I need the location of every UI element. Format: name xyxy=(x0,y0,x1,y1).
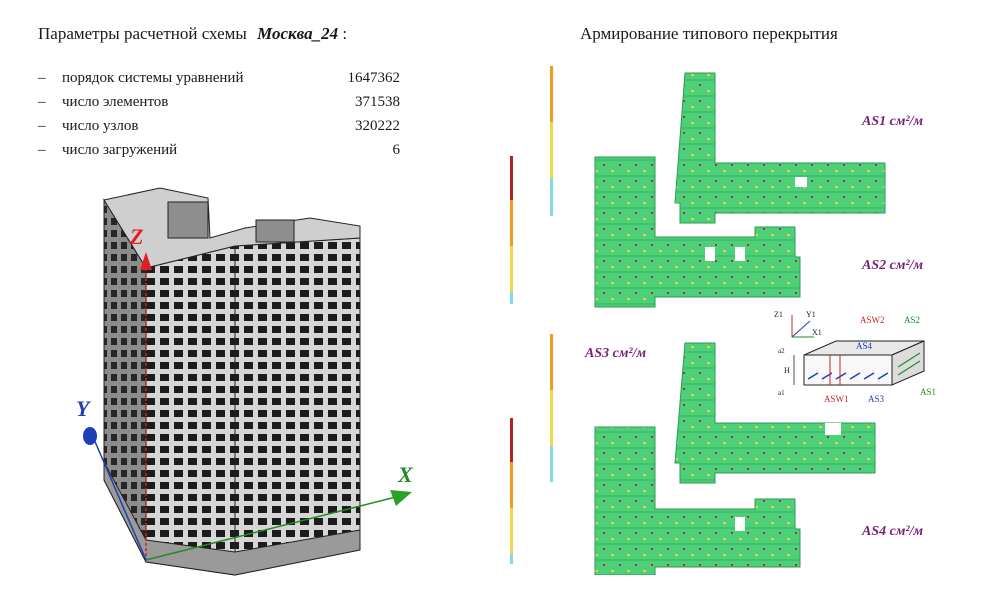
param-value: 1647362 xyxy=(347,70,401,86)
y-axis-label: Y xyxy=(76,396,92,421)
scale-segment xyxy=(510,554,513,564)
param-label: число загружений xyxy=(62,142,178,158)
param-row: – число элементов 371538 xyxy=(38,94,400,116)
section-y-axis xyxy=(791,320,811,338)
scale-segment xyxy=(550,122,553,178)
param-dash: – xyxy=(38,94,46,110)
rebar-as1 xyxy=(897,360,921,376)
section-z-label: Z1 xyxy=(774,310,783,319)
param-row: – число загружений 6 xyxy=(38,142,400,164)
param-row: – порядок системы уравнений 1647362 xyxy=(38,70,400,92)
floor-plan-plots xyxy=(594,72,886,575)
label-as3-unit: см²/м xyxy=(612,346,647,361)
reinforcement-section-diagram: Z1 Y1 X1 H a2 a1 ASW2 AS2 AS4 ASW1 AS3 A… xyxy=(774,310,936,404)
z-axis-label: Z xyxy=(129,224,143,249)
scale-segment xyxy=(510,246,513,292)
section-asw2-label: ASW2 xyxy=(860,315,885,325)
label-as4-name: AS4 xyxy=(862,524,887,539)
roof-structure xyxy=(255,219,295,243)
scale-segment xyxy=(510,462,513,508)
label-as1-unit: см²/м xyxy=(889,114,924,129)
model-name: Москва_24 xyxy=(257,24,339,43)
section-as3-label: AS3 xyxy=(868,394,885,404)
section-y-label: Y1 xyxy=(806,310,816,319)
rebar-as3 xyxy=(877,372,889,380)
y-axis-line xyxy=(89,429,147,561)
scale-segment xyxy=(510,508,513,554)
rebar-as2 xyxy=(897,352,921,368)
plan-opening xyxy=(735,517,745,531)
label-as1: AS1 см²/м xyxy=(862,114,923,130)
param-value: 6 xyxy=(392,142,401,158)
left-title-suffix: : xyxy=(342,24,348,43)
param-value: 320222 xyxy=(355,118,400,134)
label-as2-unit: см²/м xyxy=(889,258,924,273)
label-as1-name: AS1 xyxy=(862,114,887,129)
plan-opening xyxy=(795,177,807,187)
left-title: Параметры расчетной схемы Москва_24 : xyxy=(38,24,347,44)
param-label: число узлов xyxy=(62,118,139,134)
label-as2: AS2 см²/м xyxy=(862,258,923,274)
plan-slab xyxy=(594,426,801,575)
scale-segment xyxy=(510,200,513,246)
section-as2-label: AS2 xyxy=(904,315,920,325)
scale-segment xyxy=(510,156,513,200)
section-front-face xyxy=(803,354,893,386)
plan-slab xyxy=(594,156,801,308)
param-value: 371538 xyxy=(355,94,400,110)
scale-segment xyxy=(510,292,513,304)
roof-structure xyxy=(167,201,209,239)
param-label: порядок системы уравнений xyxy=(62,70,244,86)
label-as4-unit: см²/м xyxy=(889,524,924,539)
label-as4: AS4 см²/м xyxy=(862,524,923,540)
x-axis-line xyxy=(145,495,401,561)
tower-base xyxy=(103,461,361,576)
section-x-label: X1 xyxy=(812,328,822,337)
plan-slab xyxy=(674,72,886,224)
scale-segment xyxy=(550,178,553,216)
section-asw1-label: ASW1 xyxy=(824,394,849,404)
param-dash: – xyxy=(38,142,46,158)
param-dash: – xyxy=(38,70,46,86)
plan-opening xyxy=(717,105,729,113)
section-as4-label: AS4 xyxy=(856,341,873,351)
building-3d-model: Z Y X xyxy=(76,187,414,576)
tower-front-face xyxy=(145,245,236,576)
x-axis-label: X xyxy=(397,462,414,487)
plan-slab xyxy=(674,342,876,484)
scale-segment xyxy=(550,334,553,390)
label-as2-name: AS2 xyxy=(862,258,887,273)
scale-segment xyxy=(550,390,553,446)
param-dash: – xyxy=(38,118,46,134)
plan-as1 xyxy=(674,72,886,224)
plan-opening xyxy=(735,247,745,261)
label-as3: AS3 см²/м xyxy=(585,346,646,362)
section-as1-label: AS1 xyxy=(920,387,936,397)
section-a1-label: a1 xyxy=(778,389,785,397)
z-axis-arrow xyxy=(140,252,152,270)
plan-as4 xyxy=(594,426,801,575)
plan-opening xyxy=(705,247,715,261)
x-axis-arrow xyxy=(390,490,412,506)
rebar-as3 xyxy=(835,372,847,380)
plan-opening xyxy=(825,423,841,435)
left-title-prefix: Параметры расчетной схемы xyxy=(38,24,247,43)
section-h-label: H xyxy=(784,366,790,375)
param-label: число элементов xyxy=(62,94,169,110)
plan-as2 xyxy=(594,156,801,308)
scale-segment xyxy=(550,66,553,122)
rebar-as3 xyxy=(863,372,875,380)
rebar-as3 xyxy=(807,372,819,380)
y-axis-arrow xyxy=(83,427,97,445)
plan-as3 xyxy=(674,342,876,484)
right-title: Армирование типового перекрытия xyxy=(580,24,838,43)
label-as3-name: AS3 xyxy=(585,346,610,361)
scale-segment xyxy=(550,446,553,482)
scale-segment xyxy=(510,418,513,462)
tower-right-face xyxy=(234,237,361,576)
rebar-as3 xyxy=(849,372,861,380)
section-a2-label: a2 xyxy=(778,347,785,355)
color-scales xyxy=(510,66,553,564)
param-row: – число узлов 320222 xyxy=(38,118,400,140)
